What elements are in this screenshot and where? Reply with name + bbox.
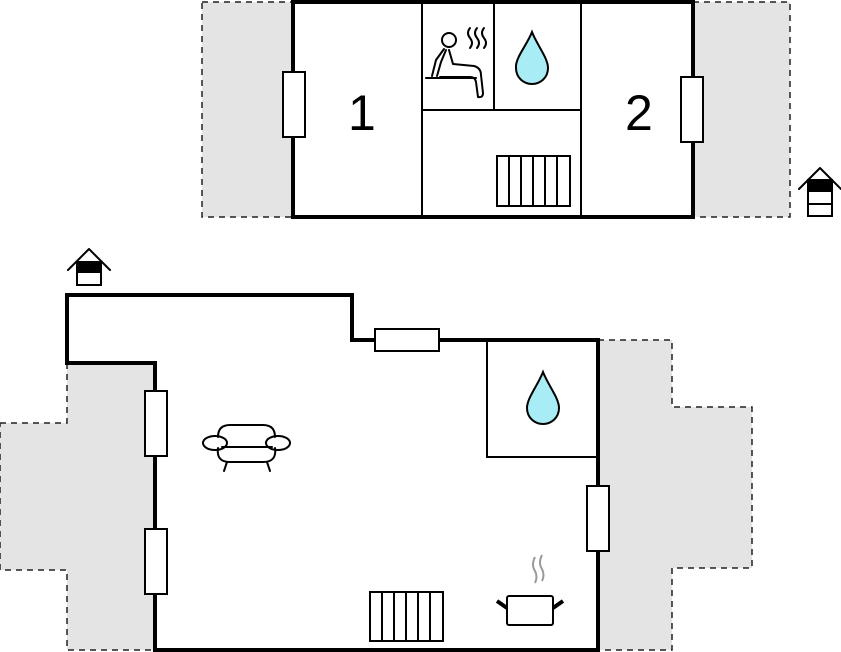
water-drop-icon — [525, 369, 561, 426]
upper-interior-walls — [421, 2, 582, 217]
room-label-1: 1 — [348, 85, 376, 141]
bathroom-walls — [486, 340, 598, 458]
room-label-2: 2 — [625, 85, 653, 141]
terrace-lower-right — [597, 339, 753, 651]
window — [144, 528, 168, 595]
terrace-upper-right — [692, 1, 791, 218]
radiator-icon — [369, 591, 444, 642]
sauna-icon — [425, 27, 487, 99]
water-drop-icon — [514, 29, 550, 86]
window — [680, 76, 704, 143]
terrace-upper-left — [201, 1, 294, 218]
window — [374, 328, 440, 352]
sofa-icon — [202, 424, 291, 472]
window — [144, 390, 168, 457]
house-entrance-icon — [67, 248, 111, 286]
window — [586, 485, 610, 552]
cooking-pot-icon — [495, 554, 565, 626]
window — [282, 71, 306, 138]
radiator-icon — [496, 155, 571, 207]
lower-floor-outline — [65, 293, 600, 652]
terrace-lower-left — [0, 362, 156, 651]
house-entrance-icon — [798, 167, 841, 217]
